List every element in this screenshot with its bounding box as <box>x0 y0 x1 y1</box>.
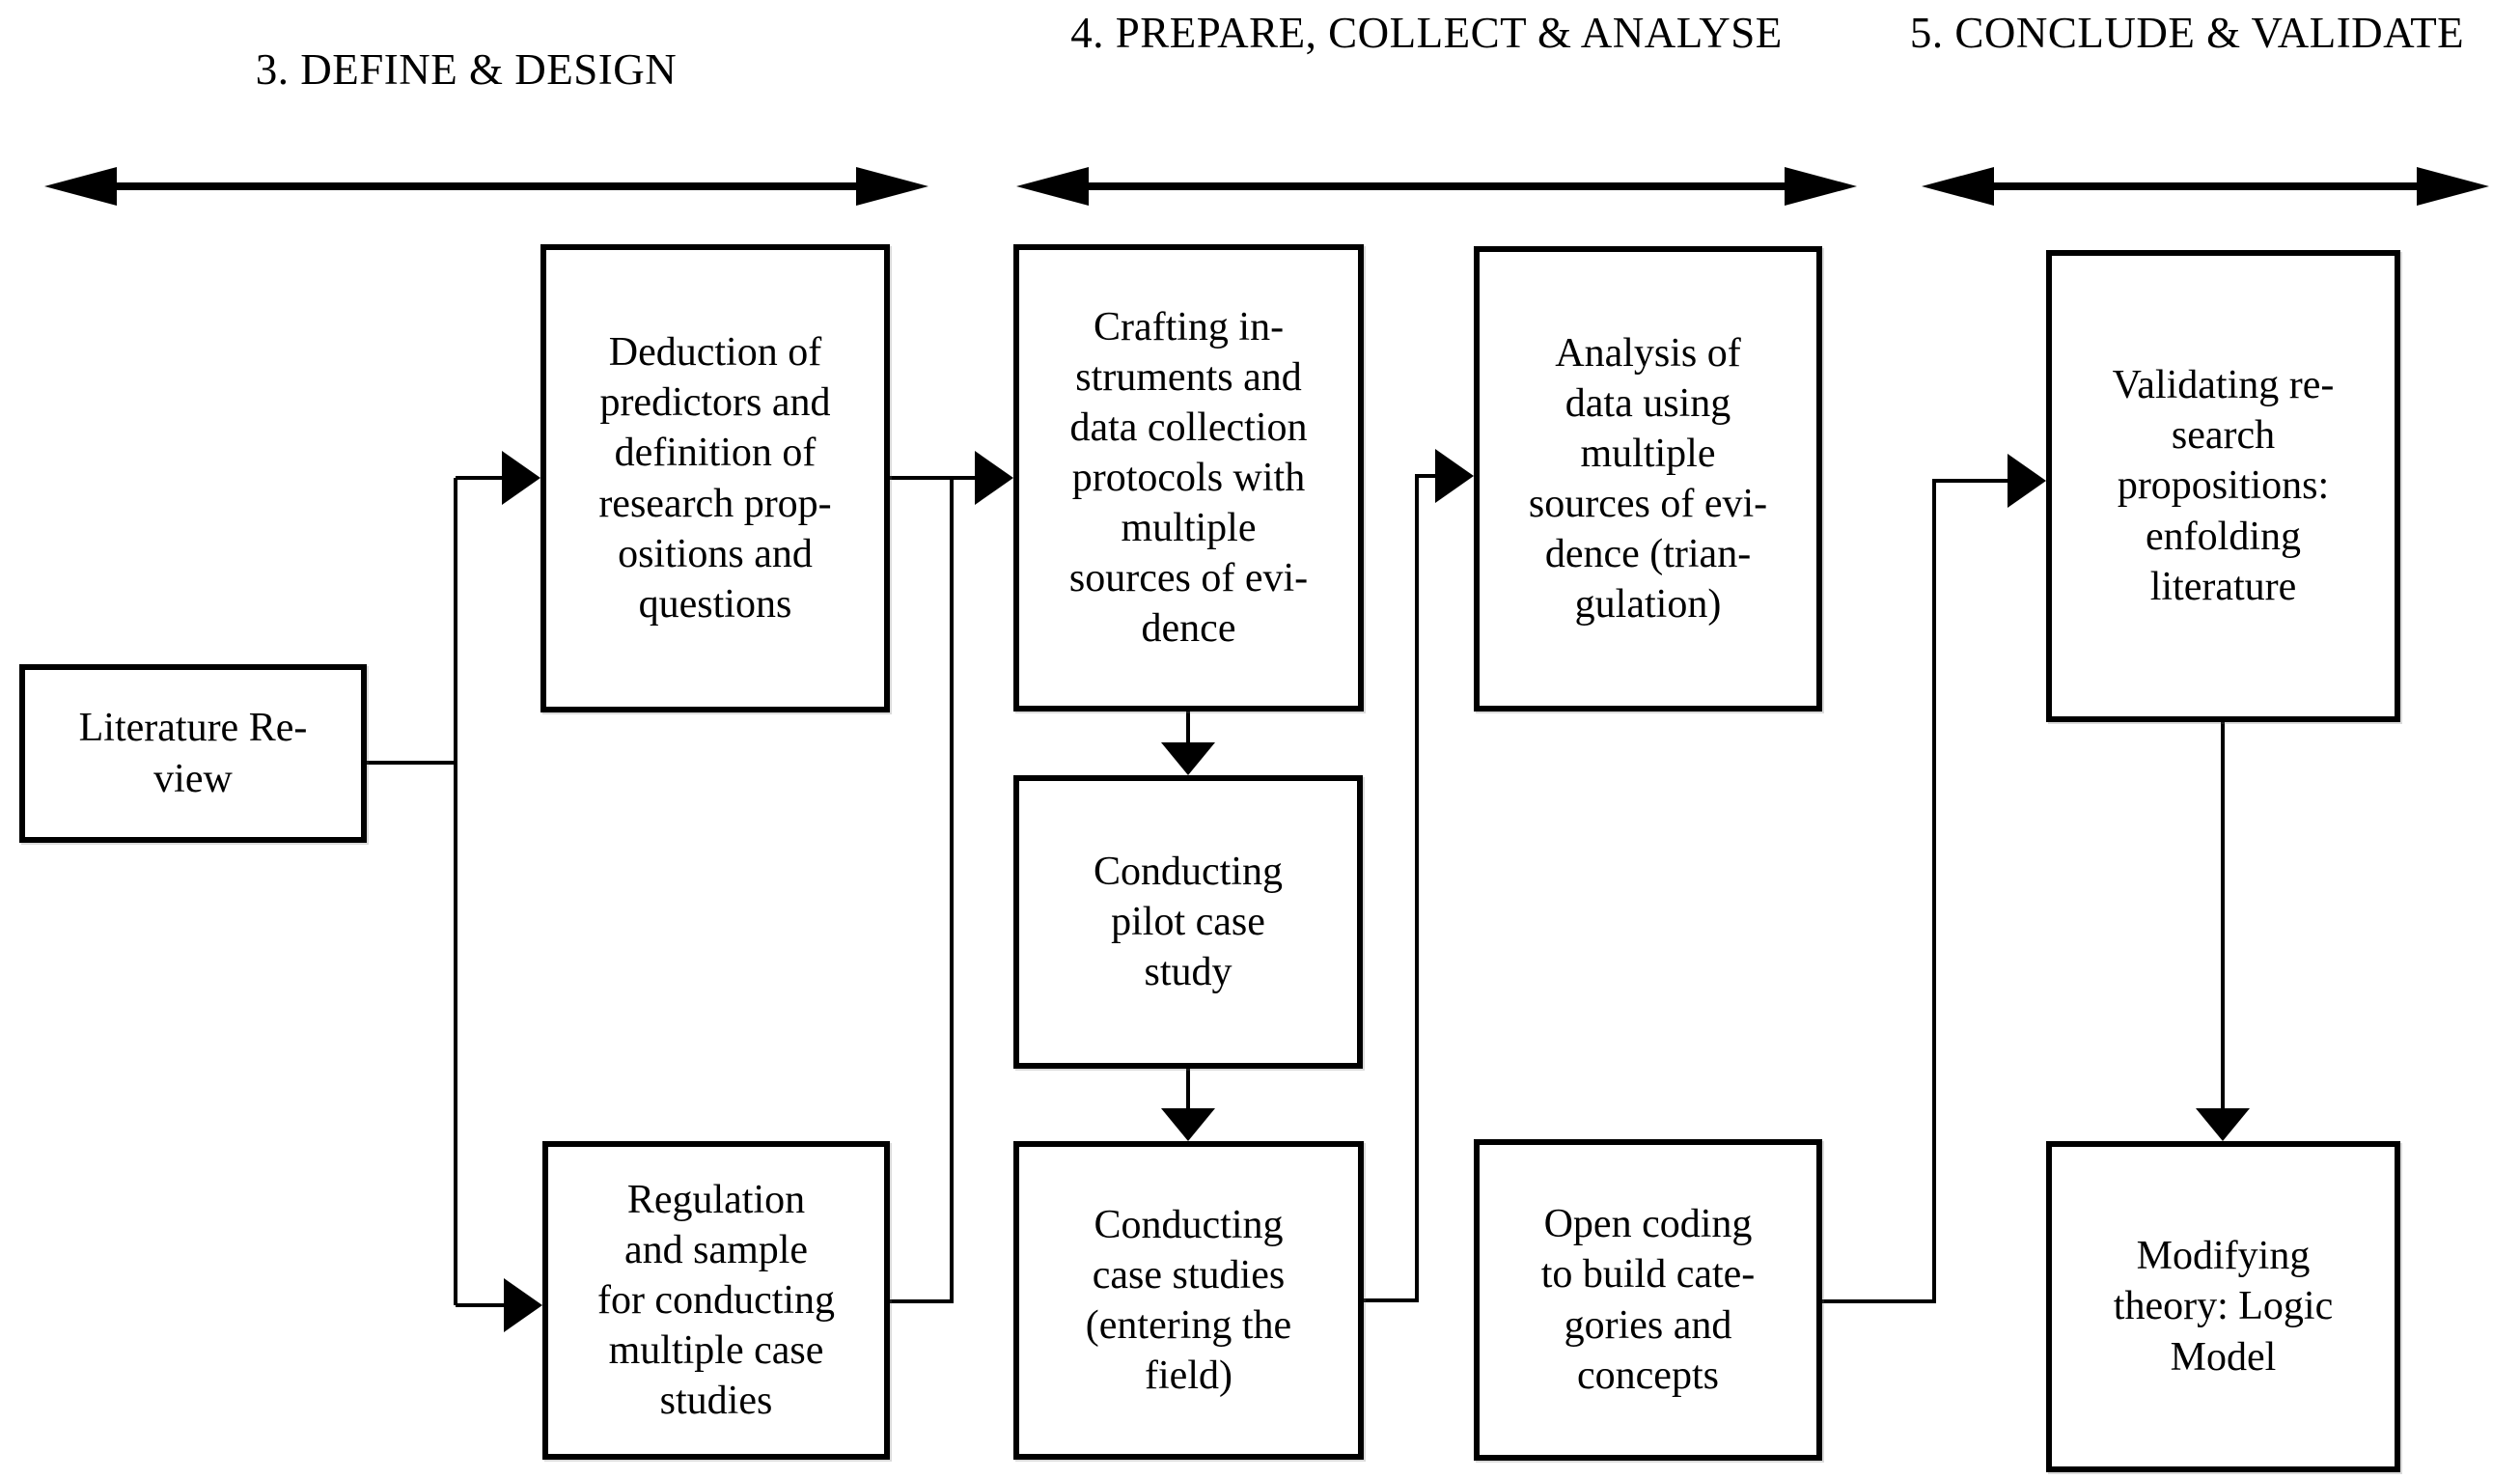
phase-header-prepare-collect-analyse: 4. PREPARE, COLLECT & ANALYSE <box>1070 9 1783 57</box>
box-open-coding: Open coding to build cate- gories and co… <box>1474 1139 1822 1461</box>
connector-pilot-to-casestudies <box>1161 1069 1215 1141</box>
arrowhead-into-casestudies-icon <box>1161 1108 1215 1141</box>
connector-to-crafting <box>890 451 1013 1303</box>
box-analysis-of-data: Analysis of data using multiple sources … <box>1474 246 1822 712</box>
arrowhead-into-deduction-icon <box>502 451 540 505</box>
box-conducting-case-studies: Conducting case studies (entering the fi… <box>1013 1141 1364 1460</box>
box-modifying-theory-logic-model: Modifying theory: Logic Model <box>2046 1141 2400 1472</box>
box-conducting-case-studies-label: Conducting case studies (entering the fi… <box>1085 1202 1292 1399</box>
arrowhead-into-modifying-icon <box>2196 1108 2250 1141</box>
box-validating-research-propositions-label: Validating re- search propositions: enfo… <box>2112 363 2335 609</box>
box-conducting-pilot-case-study-label: Conducting pilot case study <box>1094 849 1283 995</box>
arrowhead-into-pilot-icon <box>1161 742 1215 775</box>
box-deduction-of-predictors-label: Deduction of predictors and definition o… <box>598 330 832 627</box>
box-open-coding-label: Open coding to build cate- gories and co… <box>1540 1202 1756 1398</box>
arrowhead-right-icon <box>1785 167 1857 206</box>
box-validating-research-propositions: Validating re- search propositions: enfo… <box>2046 250 2400 722</box>
arrowhead-right-icon <box>2417 167 2489 206</box>
connector-crafting-to-pilot <box>1161 712 1215 775</box>
arrowhead-left-icon <box>1016 167 1089 206</box>
arrowhead-into-regulation-icon <box>504 1278 542 1332</box>
arrowhead-into-crafting-icon <box>975 451 1013 505</box>
phase-span-arrow-prepare-collect-analyse <box>1016 167 1857 206</box>
box-modifying-theory-logic-model-label: Modifying theory: Logic Model <box>2113 1234 2334 1380</box>
connector-litreview-branch <box>367 451 542 1332</box>
phase-span-arrow-conclude-validate <box>1922 167 2489 206</box>
connector-casestudies-to-analysis <box>1364 449 1474 1302</box>
phase-header-conclude-validate: 5. CONCLUDE & VALIDATE <box>1909 9 2465 57</box>
phase-header-define-design: 3. DEFINE & DESIGN <box>255 45 678 94</box>
phase-span-arrow-define-design <box>44 167 928 206</box>
connector-opencoding-to-validating <box>1822 454 2046 1303</box>
box-crafting-instruments-label: Crafting in- struments and data collecti… <box>1068 304 1309 652</box>
arrowhead-into-analysis-icon <box>1435 449 1474 503</box>
arrowhead-left-icon <box>44 167 117 206</box>
connector-validating-to-modifying <box>2196 722 2250 1141</box>
arrowhead-left-icon <box>1922 167 1994 206</box>
box-literature-review-label: Literature Re- view <box>78 706 308 801</box>
box-deduction-of-predictors: Deduction of predictors and definition o… <box>540 244 890 712</box>
box-conducting-pilot-case-study: Conducting pilot case study <box>1013 775 1363 1069</box>
box-analysis-of-data-label: Analysis of data using multiple sources … <box>1528 330 1768 628</box>
box-literature-review: Literature Re- view <box>19 664 367 843</box>
box-regulation-and-sample: Regulation and sample for conducting mul… <box>542 1141 890 1460</box>
box-crafting-instruments: Crafting in- struments and data collecti… <box>1013 244 1364 712</box>
box-regulation-and-sample-label: Regulation and sample for conducting mul… <box>596 1177 836 1424</box>
arrowhead-into-validating-icon <box>2008 454 2046 508</box>
arrowhead-right-icon <box>856 167 928 206</box>
